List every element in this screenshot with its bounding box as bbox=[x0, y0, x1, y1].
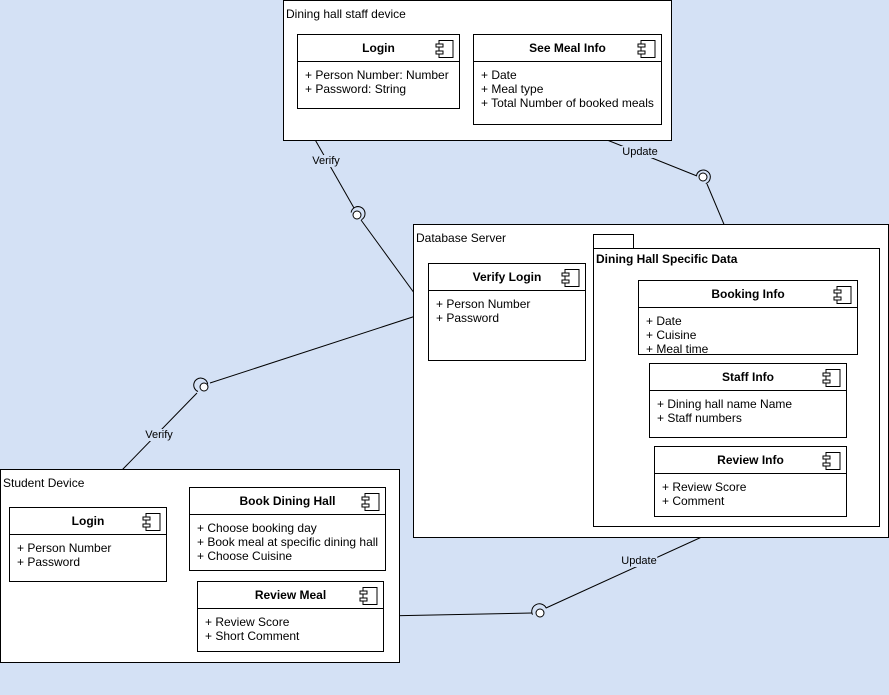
student-login-component[interactable]: Login + Person Number + Password bbox=[9, 507, 167, 582]
staff-login-component[interactable]: Login + Person Number: Number + Password… bbox=[297, 34, 460, 109]
uml-component-icon bbox=[359, 587, 378, 605]
attribute: + Date bbox=[481, 68, 517, 82]
attribute: + Comment bbox=[662, 494, 725, 508]
attribute: + Review Score bbox=[662, 480, 747, 494]
review-meal-component[interactable]: Review Meal + Review Score + Short Comme… bbox=[197, 581, 384, 652]
uml-component-icon bbox=[637, 40, 656, 58]
required-interface-socket-icon bbox=[193, 377, 209, 392]
staff-info-component[interactable]: Staff Info + Dining hall name Name + Sta… bbox=[649, 363, 847, 438]
student-verify-label: Verify bbox=[144, 429, 174, 441]
component-name: Review Info bbox=[717, 453, 784, 467]
provided-interface-ball-icon bbox=[535, 608, 545, 618]
component-name: Staff Info bbox=[722, 370, 774, 384]
attribute: + Password bbox=[436, 311, 500, 325]
attribute-list: + Date + Meal type + Total Number of boo… bbox=[474, 62, 661, 110]
student-review-update-line-a bbox=[382, 612, 533, 617]
student-login-verify-line-b bbox=[209, 311, 429, 384]
student-device-node[interactable]: Student Device Login + Person Number + P… bbox=[0, 469, 400, 663]
provided-interface-ball-icon bbox=[698, 172, 708, 182]
staff-device-node[interactable]: Dining hall staff device Login + Person … bbox=[283, 0, 672, 141]
attribute: + Staff numbers bbox=[657, 411, 742, 425]
node-title: Database Server bbox=[416, 231, 507, 245]
attribute: + Short Comment bbox=[205, 629, 300, 643]
attribute: + Password bbox=[17, 555, 81, 569]
component-name: Login bbox=[71, 514, 105, 528]
component-name: See Meal Info bbox=[529, 41, 606, 55]
review-info-component[interactable]: Review Info + Review Score + Comment bbox=[654, 446, 847, 517]
booking-info-component[interactable]: Booking Info + Date + Cuisine + Meal tim… bbox=[638, 280, 858, 355]
uml-component-icon bbox=[822, 369, 841, 387]
attribute-list: + Review Score + Comment bbox=[655, 474, 846, 508]
verify-login-component[interactable]: Verify Login + Person Number + Password bbox=[428, 263, 586, 361]
uml-component-icon bbox=[833, 286, 852, 304]
package-tab bbox=[593, 234, 634, 249]
student-update-label: Update bbox=[620, 555, 658, 567]
attribute: + Choose booking day bbox=[197, 521, 317, 535]
component-name: Booking Info bbox=[711, 287, 785, 301]
required-interface-socket-icon bbox=[531, 603, 547, 615]
uml-component-icon bbox=[361, 493, 380, 511]
attribute-list: + Person Number + Password bbox=[10, 535, 166, 569]
dining-hall-data-package[interactable]: Dining Hall Specific Data Booking Info +… bbox=[593, 248, 880, 527]
database-server-node[interactable]: Database Server Verify Login + Person Nu… bbox=[413, 224, 889, 538]
attribute: + Cuisine bbox=[646, 328, 697, 342]
uml-component-icon bbox=[561, 269, 580, 287]
provided-interface-ball-icon bbox=[199, 382, 209, 392]
attribute: + Meal type bbox=[481, 82, 544, 96]
staff-verify-label: Verify bbox=[311, 155, 341, 167]
uml-component-icon bbox=[822, 452, 841, 470]
uml-component-icon bbox=[435, 40, 454, 58]
attribute-list: + Person Number + Password bbox=[429, 291, 585, 325]
attribute: + Dining hall name Name bbox=[657, 397, 793, 411]
required-interface-socket-icon bbox=[350, 206, 366, 221]
attribute: + Date bbox=[646, 314, 682, 328]
attribute: + Person Number bbox=[436, 297, 531, 311]
attribute-list: + Review Score + Short Comment bbox=[198, 609, 383, 643]
uml-component-icon bbox=[142, 513, 161, 531]
component-name: Verify Login bbox=[472, 270, 542, 284]
book-dining-hall-component[interactable]: Book Dining Hall + Choose booking day + … bbox=[189, 487, 386, 571]
package-title: Dining Hall Specific Data bbox=[596, 252, 738, 266]
required-interface-socket-icon bbox=[696, 169, 711, 185]
attribute: + Choose Cuisine bbox=[197, 549, 293, 563]
attribute-list: + Person Number: Number + Password: Stri… bbox=[298, 62, 459, 96]
staff-update-label: Update bbox=[621, 146, 659, 158]
attribute-list: + Dining hall name Name + Staff numbers bbox=[650, 391, 846, 425]
provided-interface-ball-icon bbox=[352, 210, 362, 220]
attribute: + Total Number of booked meals bbox=[481, 96, 654, 110]
attribute: + Meal time bbox=[646, 342, 709, 355]
see-meal-info-component[interactable]: See Meal Info + Date + Meal type + Total… bbox=[473, 34, 662, 125]
attribute: + Person Number: Number bbox=[305, 68, 449, 82]
attribute-list: + Choose booking day + Book meal at spec… bbox=[190, 515, 385, 563]
node-title: Dining hall staff device bbox=[286, 7, 406, 21]
attribute: + Password: String bbox=[305, 82, 407, 96]
component-name: Login bbox=[362, 41, 395, 55]
attribute: + Review Score bbox=[205, 615, 290, 629]
attribute-list: + Date + Cuisine + Meal time bbox=[639, 308, 857, 355]
node-title: Student Device bbox=[3, 476, 85, 490]
attribute: + Book meal at specific dining hall bbox=[197, 535, 379, 549]
attribute: + Person Number bbox=[17, 541, 112, 555]
component-name: Book Dining Hall bbox=[239, 494, 336, 508]
component-name: Review Meal bbox=[254, 588, 327, 602]
